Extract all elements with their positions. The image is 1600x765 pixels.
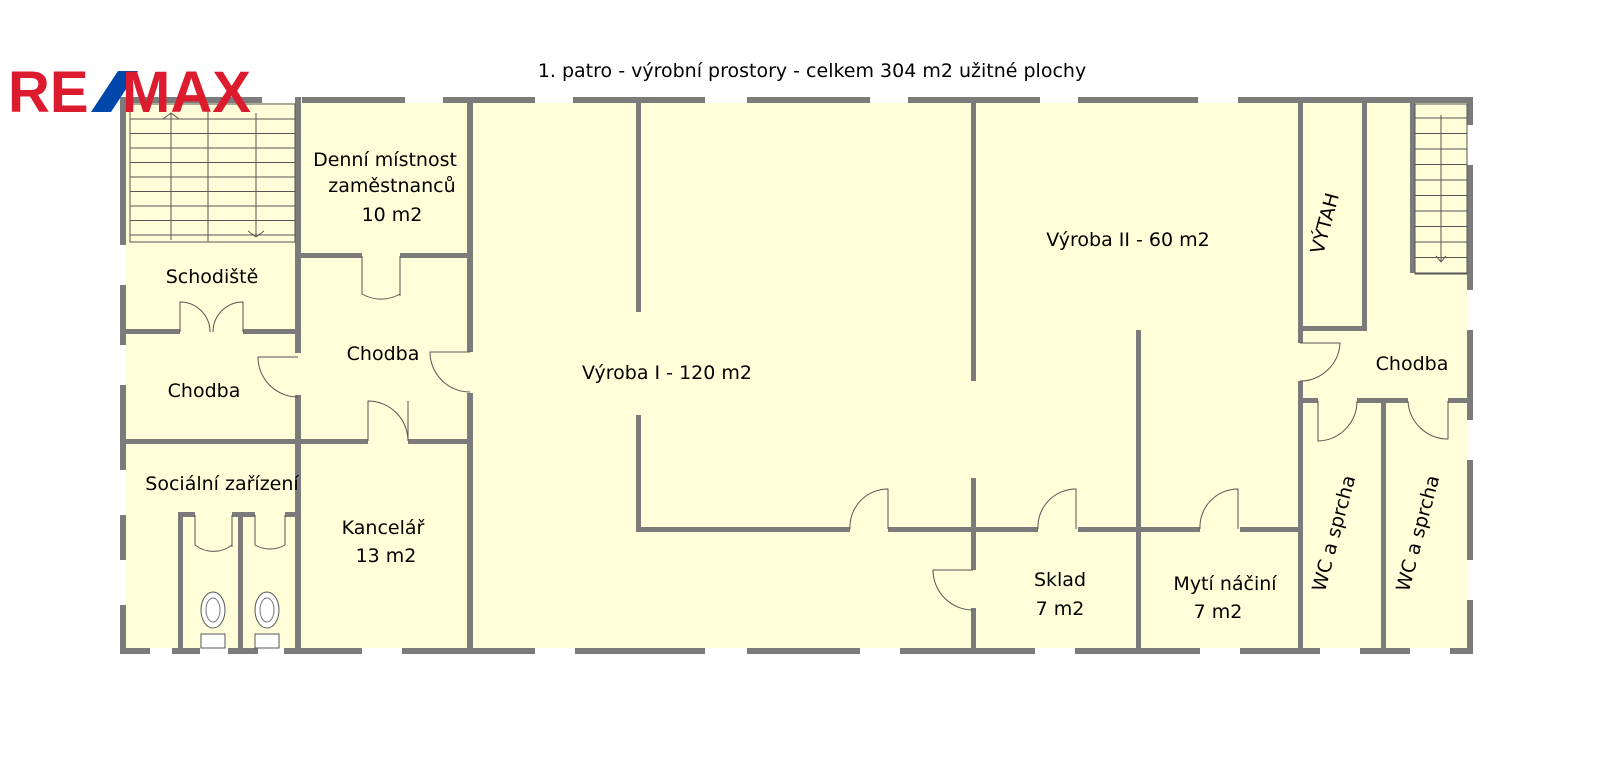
label-kancelar-2: 13 m2 — [356, 545, 417, 567]
label-kancelar-1: Kancelář — [342, 517, 425, 539]
svg-text:MAX: MAX — [122, 60, 251, 125]
label-vyroba-2: Výroba II - 60 m2 — [1046, 229, 1209, 251]
walls — [120, 97, 1473, 654]
toilet-icon — [200, 591, 226, 649]
staircase-left — [129, 103, 296, 243]
floor-area — [122, 98, 1470, 652]
staircase-right — [1414, 103, 1468, 275]
label-denni-1: Denní místnost — [313, 149, 457, 171]
doors — [179, 256, 1449, 611]
plan-title: 1. patro - výrobní prostory - celkem 304… — [538, 60, 1086, 82]
label-myti-2: 7 m2 — [1194, 601, 1243, 623]
label-myti-1: Mytí náčiní — [1173, 573, 1277, 595]
label-chodba-right: Chodba — [1376, 353, 1449, 375]
svg-text:RE: RE — [8, 60, 89, 125]
remax-logo: RE MAX — [8, 60, 251, 125]
label-socialni: Sociální zařízení — [145, 473, 299, 495]
label-sklad-2: 7 m2 — [1036, 598, 1085, 620]
label-denni-2: zaměstnanců — [328, 175, 455, 197]
label-chodba-left: Chodba — [168, 380, 241, 402]
toilet-icon — [254, 591, 280, 649]
label-schodiste: Schodiště — [166, 266, 259, 288]
label-sklad-1: Sklad — [1034, 569, 1086, 591]
label-chodba-mid: Chodba — [347, 343, 420, 365]
label-denni-3: 10 m2 — [362, 204, 423, 226]
label-vyroba-1: Výroba I - 120 m2 — [582, 362, 752, 384]
